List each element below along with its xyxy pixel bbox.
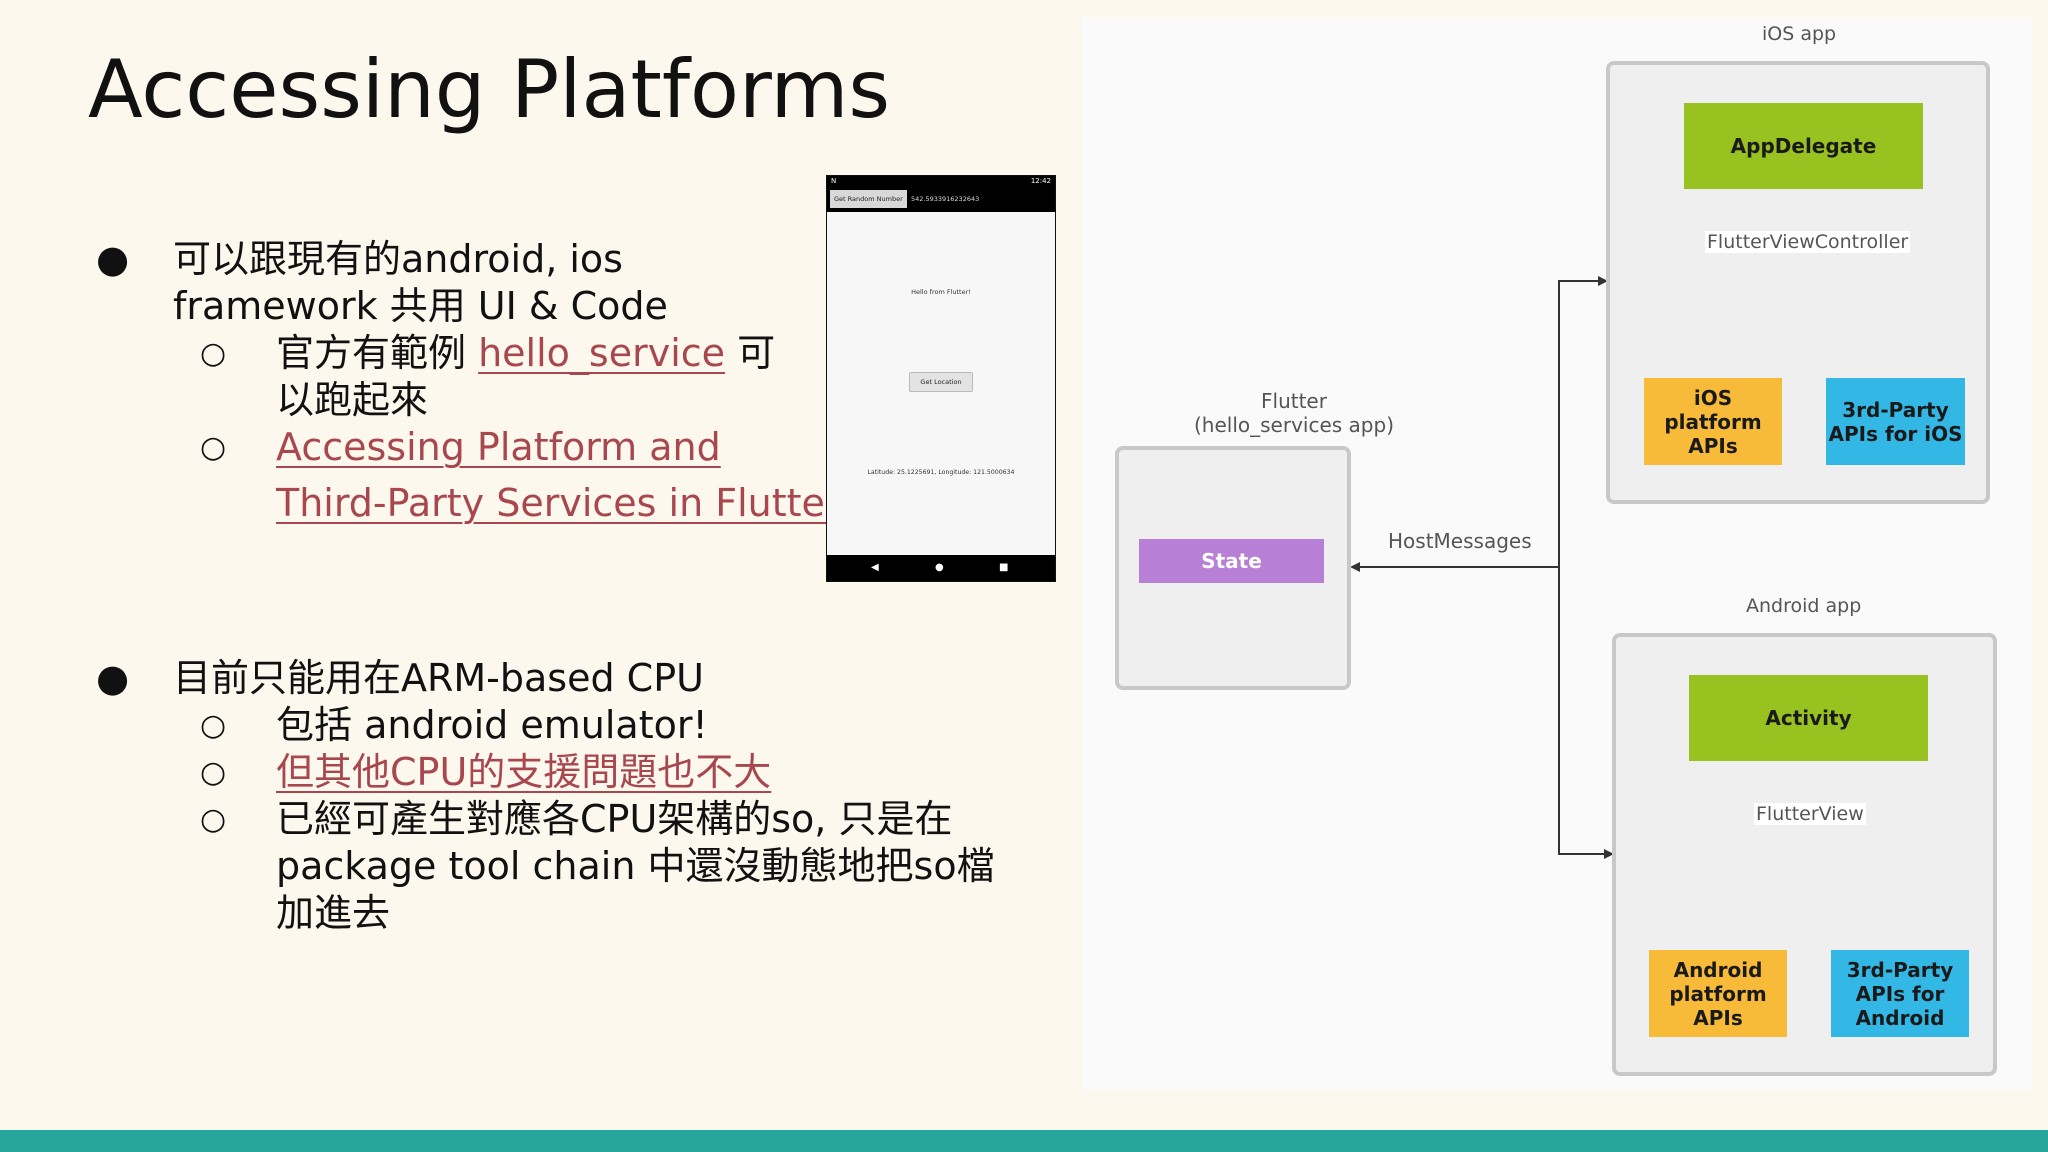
get-location-button[interactable]: Get Location (909, 372, 973, 392)
hello-text: Hello from Flutter! (911, 288, 971, 296)
android-platform-apis-block: Android platform APIs (1649, 950, 1787, 1037)
back-icon[interactable]: ◀ (871, 562, 879, 573)
location-text: Latitude: 25.1225691, Longitude: 121.500… (867, 469, 1015, 476)
sub-bullet-marker: ○ (200, 802, 227, 837)
third-party-ios-block: 3rd-Party APIs for iOS (1826, 378, 1965, 465)
sub-bullet-2-1: 包括 android emulator! (276, 703, 708, 747)
status-bar: N 12:42 (827, 176, 1055, 186)
bullet-marker: ● (96, 656, 130, 700)
sub-bullet-2-3-line-2: package tool chain 中還沒動態地把so檔 (276, 844, 995, 888)
sub-bullet-marker: ○ (200, 755, 227, 790)
status-time: 12:42 (1030, 177, 1051, 185)
accessing-platform-link-line-2[interactable]: Third-Party Services in Flutter (276, 481, 841, 525)
sub-bullet-1-line-2: 以跑起來 (276, 378, 429, 422)
bullet-marker: ● (96, 237, 130, 281)
sub-bullet-1-line-1: 官方有範例 hello_service 可 (276, 330, 775, 377)
bullet-1-line-2: framework 共用 UI & Code (173, 284, 668, 328)
sub-bullet-1-text: 官方有範例 (276, 331, 479, 375)
app-toolbar: Get Random Number 542.5933916232643 (827, 186, 1055, 212)
recent-apps-icon[interactable]: ■ (999, 562, 1009, 573)
bullet-1-line-1: 可以跟現有的android, ios (173, 237, 623, 281)
flutter-label: Flutter (1261, 389, 1327, 413)
bottom-accent-bar (0, 1130, 2048, 1152)
ios-app-label: iOS app (1762, 23, 1837, 45)
flutter-app-label: (hello_services app) (1194, 413, 1394, 437)
notification-icon: N (831, 177, 837, 185)
random-number-value: 542.5933916232643 (911, 195, 980, 203)
bullet-2-line-1: 目前只能用在ARM-based CPU (173, 656, 704, 700)
sub-bullet-marker: ○ (200, 430, 227, 465)
architecture-diagram: iOS app AppDelegate FlutterViewControlle… (1082, 17, 2032, 1090)
sub-bullet-2-3-line-1: 已經可產生對應各CPU架構的so, 只是在 (276, 797, 953, 841)
slide-title: Accessing Platforms (88, 43, 891, 136)
activity-block: Activity (1689, 675, 1928, 761)
sub-bullet-marker: ○ (200, 336, 227, 371)
android-app-label: Android app (1746, 595, 1862, 617)
home-icon[interactable]: ● (935, 562, 944, 573)
cpu-support-link[interactable]: 但其他CPU的支援問題也不大 (276, 750, 772, 794)
android-nav-bar: ◀ ● ■ (827, 555, 1055, 581)
app-delegate-block: AppDelegate (1684, 103, 1923, 189)
sub-bullet-marker: ○ (200, 708, 227, 743)
host-to-ios-arrow (1558, 276, 1608, 567)
state-block: State (1139, 539, 1324, 583)
get-random-number-button[interactable]: Get Random Number (830, 190, 907, 208)
phone-screenshot: N 12:42 Get Random Number 542.5933916232… (826, 175, 1056, 582)
sub-bullet-2-3-line-3: 加進去 (276, 891, 391, 935)
host-to-android-arrow (1558, 567, 1614, 859)
accessing-platform-link-line-1[interactable]: Accessing Platform and (276, 425, 721, 469)
hello-service-link[interactable]: hello_service (478, 331, 726, 375)
third-party-android-block: 3rd-Party APIs for Android (1831, 950, 1969, 1037)
sub-bullet-1-suffix: 可 (725, 331, 776, 375)
flutter-view-label: FlutterView (1754, 803, 1866, 825)
flutter-view-controller-label: FlutterViewController (1705, 231, 1911, 253)
ios-platform-apis-block: iOS platform APIs (1644, 378, 1782, 465)
host-messages-label: HostMessages (1388, 529, 1532, 553)
